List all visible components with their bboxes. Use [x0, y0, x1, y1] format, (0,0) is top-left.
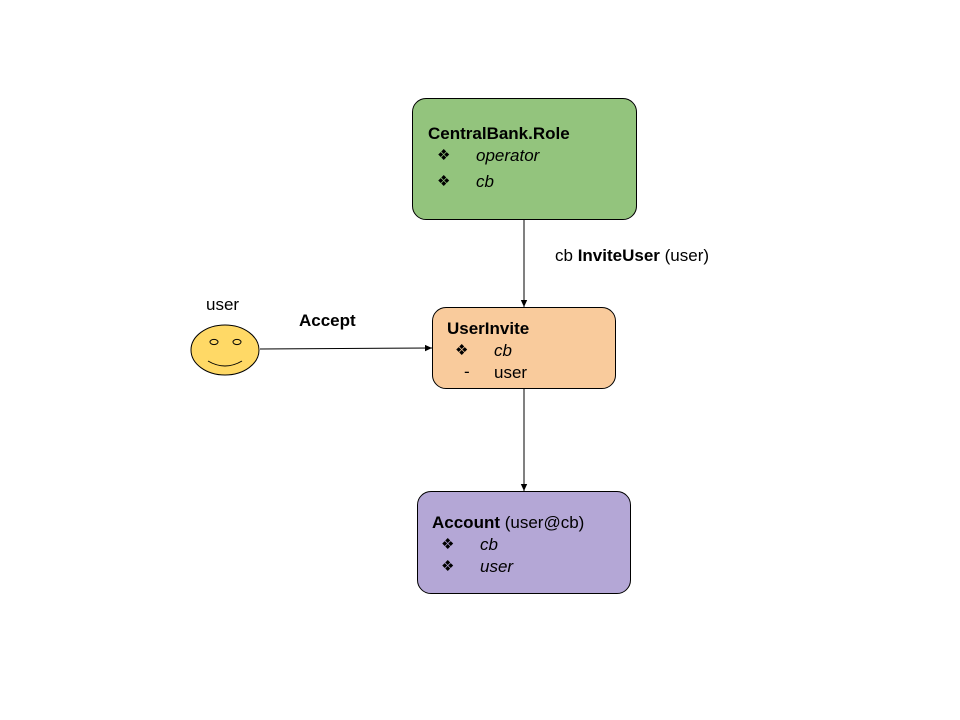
- bullet-dash-icon: -: [464, 362, 470, 381]
- invite-user-args: (user): [664, 246, 710, 265]
- bullet-diamond-icon: ❖: [441, 536, 455, 553]
- invite-user-controller: cb: [555, 246, 573, 265]
- role-signatory-cb: cb: [476, 172, 494, 191]
- smiley-right-eye: [232, 338, 242, 346]
- invite-user-choice-name: InviteUser: [577, 246, 660, 265]
- bullet-diamond-icon: ❖: [437, 173, 451, 190]
- smiley-left-eye: [209, 338, 219, 346]
- account-signatory-user: user: [480, 557, 514, 576]
- user-invite-title: UserInvite: [447, 319, 530, 338]
- account-title-name: Account: [432, 513, 500, 532]
- role-signatory-operator: operator: [476, 146, 540, 165]
- central-bank-role-title: CentralBank.Role: [428, 124, 570, 143]
- user-invite-node[interactable]: UserInvite ❖ cb - user: [432, 307, 616, 389]
- invite-user-choice-label: cb InviteUser (user): [555, 246, 709, 266]
- actor-user-label: user: [206, 295, 240, 314]
- account-title: Account (user@cb): [432, 513, 584, 533]
- account-signatory-cb: cb: [480, 535, 498, 554]
- smiley-face-icon[interactable]: [190, 324, 260, 376]
- accept-choice-name: Accept: [299, 311, 356, 330]
- account-title-suffix: (user@cb): [504, 513, 585, 532]
- account-node[interactable]: Account (user@cb) ❖ cb ❖ user: [417, 491, 631, 594]
- smiley-face-circle: [190, 324, 260, 376]
- invite-signatory-cb: cb: [494, 341, 512, 360]
- arrow-user-to-invite: [259, 344, 433, 352]
- bullet-diamond-icon: ❖: [441, 558, 455, 575]
- bullet-diamond-icon: ❖: [455, 342, 469, 359]
- invite-observer-user: user: [494, 363, 528, 382]
- accept-choice-label: Accept: [299, 311, 356, 331]
- central-bank-role-node[interactable]: CentralBank.Role ❖ operator ❖ cb: [412, 98, 637, 220]
- bullet-diamond-icon: ❖: [437, 147, 451, 164]
- smiley-mouth: [207, 360, 243, 367]
